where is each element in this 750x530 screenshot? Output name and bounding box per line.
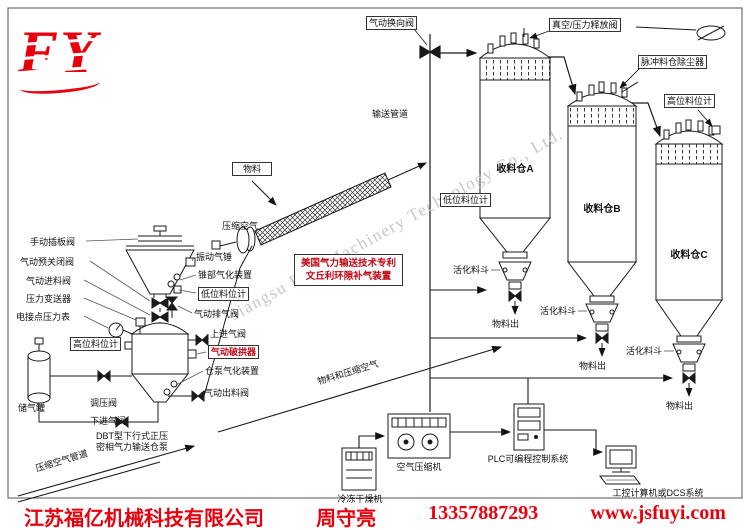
label-high-level-pump: 高位料位计 [70, 337, 122, 351]
silo-feed-pipes [438, 48, 661, 138]
label-low-level-pump: 低位料位计 [198, 287, 250, 301]
label-conveying-pipeline: 输送管道 [372, 109, 409, 119]
label-industrial-computer: 工控计算机或DCS系统 [612, 488, 704, 498]
footer-contact-bar: 江苏福亿机械科技有限公司 周守亮 13357887293 www.jsfuyi.… [8, 502, 742, 530]
footer-contact-name: 周守亮 [316, 508, 377, 530]
label-activating-hopper-a: 活化料斗 [453, 265, 490, 275]
label-vacuum-relief-valve: 真空/压力释放阀 [549, 18, 621, 32]
label-manual-gate-valve: 手动插板阀 [30, 237, 76, 247]
label-freeze-dryer: 冷冻干燥机 [337, 494, 383, 504]
label-patent-line2: 文丘利环隙补气装置 [305, 271, 392, 282]
label-cone-aeration: 锥部气化装置 [198, 270, 253, 280]
silo-b [566, 81, 639, 357]
label-material-out-c: 物料出 [666, 401, 694, 411]
label-material: 物料 [232, 162, 272, 176]
label-pump-name: DBT型下行式正压 密相气力输送仓泵 [96, 431, 168, 453]
label-preclose-valve: 气动预关闭阀 [20, 257, 75, 267]
footer-company: 江苏福亿机械科技有限公司 [24, 508, 264, 530]
label-lower-inlet-valve: 下进气阀 [90, 416, 127, 426]
label-regulator-valve: 调压阀 [90, 398, 118, 408]
footer-website: www.jsfuyi.com [590, 502, 726, 524]
silo-a [472, 28, 552, 315]
label-diverter-valve: 气动换向阀 [366, 16, 418, 30]
label-inlet-valve: 气动进料阀 [26, 276, 72, 286]
label-activating-hopper-c: 活化料斗 [626, 346, 663, 356]
conveying-riser [413, 28, 441, 412]
feed-hopper-and-pump [108, 225, 253, 403]
left-leaders [83, 238, 674, 396]
label-pump-aeration: 仓泵气化装置 [205, 366, 260, 376]
label-silo-a: 收料仓A [496, 164, 534, 175]
label-pump-name-line1: DBT型下行式正压 [96, 431, 169, 441]
label-material-out-b: 物料出 [579, 361, 607, 371]
label-pump-name-line2: 密相气力输送仓泵 [96, 442, 169, 452]
label-contact-pressure-gauge: 电接点压力表 [16, 312, 71, 322]
label-exhaust-valve: 气动排气阀 [194, 309, 240, 319]
label-air-compressor: 空气压缩机 [396, 462, 442, 472]
bottom-pipes [17, 286, 674, 503]
label-silo-c: 收料仓C [670, 250, 708, 261]
label-patent-line1: 美国气力输送技术专利 [301, 258, 397, 269]
venturi-device [211, 162, 427, 254]
top-leaders [529, 30, 713, 127]
label-high-level-silo-c: 高位料位计 [664, 94, 716, 108]
label-compressed-air: 压缩空气 [222, 221, 259, 231]
label-material-out-a: 物料出 [492, 319, 520, 329]
label-upper-inlet-valve: 上进气阀 [210, 329, 247, 339]
vent-valve-icon [635, 25, 726, 41]
label-air-tank: 储气罐 [18, 403, 46, 413]
label-arch-breaker: 气动破拱器 [208, 345, 260, 359]
label-vibrating-hammer: 振动气锤 [196, 252, 233, 262]
label-patent-box: 美国气力输送技术专利 文丘利环隙补气装置 [294, 254, 404, 286]
label-pulse-dust-collector: 脉冲料仓除尘器 [638, 55, 708, 69]
machines [341, 403, 641, 491]
air-tank-assembly [27, 337, 159, 429]
label-pressure-transmitter: 压力变送器 [26, 294, 72, 304]
label-outlet-valve: 气动出料阀 [204, 388, 250, 398]
label-plc-system: PLC可编程控制系统 [487, 454, 569, 464]
label-activating-hopper-b: 活化料斗 [540, 306, 577, 316]
label-silo-b: 收料仓B [583, 204, 621, 215]
page-frame [7, 7, 743, 499]
label-low-level-silo-a: 低位料位计 [440, 193, 492, 207]
silo-c [654, 119, 724, 397]
footer-phone: 13357887293 [428, 502, 539, 524]
